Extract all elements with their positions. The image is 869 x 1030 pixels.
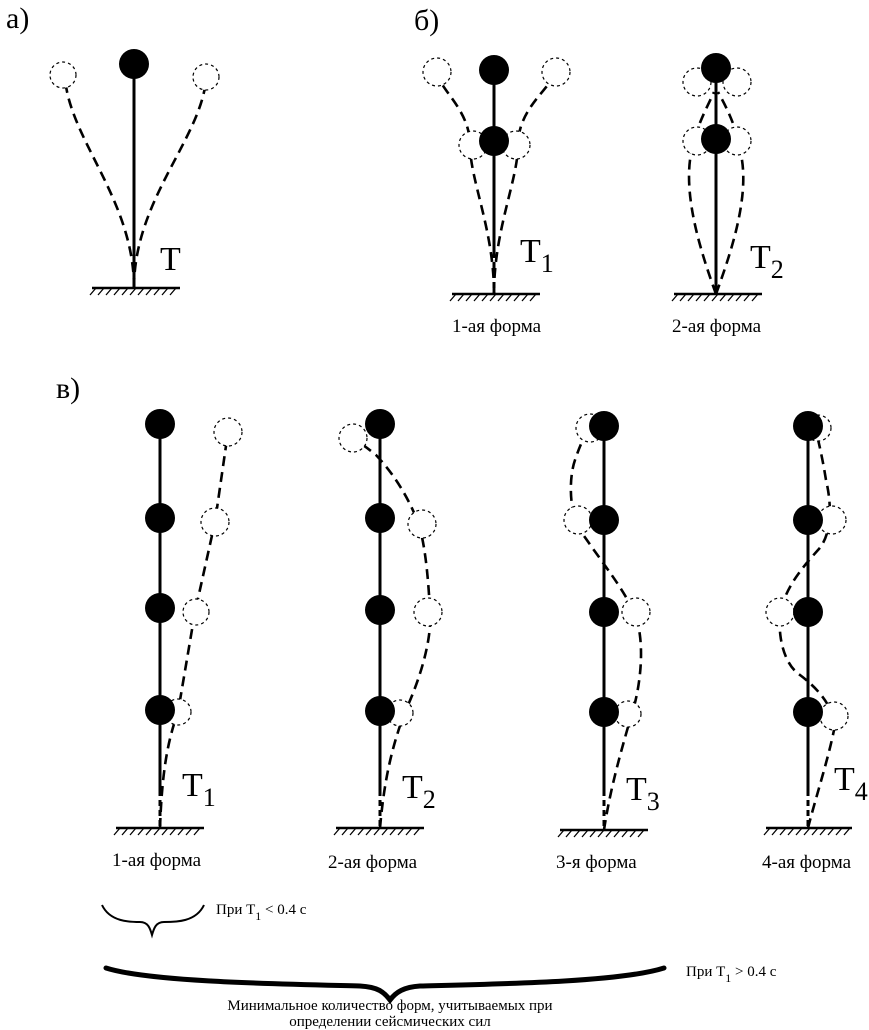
mode-curve	[351, 436, 432, 829]
mass-1	[145, 695, 175, 725]
displaced-mass-4	[213, 417, 243, 447]
displaced-mass-top-right	[541, 57, 571, 87]
period-label: T1	[182, 767, 216, 812]
displaced-mass-2	[413, 597, 443, 627]
period-label: T2	[750, 239, 784, 284]
mode-curve-left	[436, 73, 496, 295]
mass-middle	[701, 124, 731, 154]
displaced-mass-left	[49, 61, 77, 89]
mass-2	[145, 593, 175, 623]
displaced-mass-2	[182, 598, 210, 626]
small-note: При T1 < 0.4 с	[216, 902, 307, 923]
mode-caption: 1-ая форма	[112, 850, 202, 871]
mass-1	[793, 697, 823, 727]
mode-caption: 1-ая форма	[452, 316, 542, 337]
mode-curve-left	[63, 77, 136, 289]
caption-line-1: Минимальное количество форм, учитываемых…	[227, 998, 552, 1014]
mass-1	[589, 697, 619, 727]
displaced-mass-3	[563, 505, 593, 535]
mode-curve-left	[687, 91, 718, 295]
panel-a-figure: T	[49, 49, 220, 296]
period-label: T	[160, 241, 181, 278]
mass-4	[793, 411, 823, 441]
ground-hatch	[89, 287, 177, 296]
large-brace	[103, 965, 667, 1005]
displaced-mass-1	[819, 701, 849, 731]
displaced-mass-2	[621, 597, 651, 627]
ground-hatch	[763, 827, 851, 836]
mass-4	[365, 409, 395, 439]
caption-line-2: определении сейсмических сил	[289, 1014, 491, 1030]
mode-curve	[158, 431, 230, 829]
mass-top	[479, 55, 509, 85]
panel-c-mode-1: T1 1-ая форма	[112, 409, 243, 871]
mode-curve	[569, 427, 643, 831]
small-brace	[101, 904, 205, 939]
mode-curve-right	[132, 79, 208, 289]
displaced-mass-4	[338, 423, 368, 453]
mode-caption: 2-ая форма	[328, 852, 418, 873]
displaced-mass-2	[765, 597, 795, 627]
mass-2	[365, 595, 395, 625]
displaced-mass-right	[192, 63, 220, 91]
mass-middle	[479, 126, 509, 156]
mode-caption: 4-ая форма	[762, 852, 852, 873]
displaced-mass-top-left	[422, 57, 452, 87]
mass-4	[145, 409, 175, 439]
mass-3	[145, 503, 175, 533]
mass-2	[793, 597, 823, 627]
mode-curve-right	[714, 91, 745, 295]
mass-4	[589, 411, 619, 441]
displaced-mass-top-right	[722, 67, 752, 97]
panel-a-label: а)	[6, 2, 29, 35]
mode-caption: 3-я форма	[556, 852, 637, 873]
mass	[119, 49, 149, 79]
panel-b-mode-2: T2 2-ая форма	[671, 53, 784, 337]
ground-hatch	[113, 827, 201, 836]
period-label: T2	[402, 769, 436, 814]
ground-hatch	[449, 293, 537, 302]
ground-hatch	[557, 829, 645, 838]
mass-3	[589, 505, 619, 535]
displaced-mass-3	[200, 507, 230, 537]
mass-2	[589, 597, 619, 627]
ground-hatch	[333, 827, 421, 836]
mass-3	[793, 505, 823, 535]
panel-b-label: б)	[414, 4, 439, 37]
panel-b-mode-1: T1 1-ая форма	[422, 55, 571, 337]
period-label: T3	[626, 771, 660, 816]
period-label: T1	[520, 233, 554, 278]
mass-top	[701, 53, 731, 83]
ground-hatch	[671, 293, 759, 302]
panel-c-mode-3: T3 3-я форма	[556, 411, 660, 873]
period-label: T4	[834, 761, 868, 806]
displaced-mass-1	[614, 700, 642, 728]
mass-1	[365, 696, 395, 726]
panel-c-label: в)	[56, 372, 80, 405]
panel-c-mode-2: T2 2-ая форма	[328, 409, 443, 873]
displaced-mass-3	[407, 509, 437, 539]
mode-caption: 2-ая форма	[672, 316, 762, 337]
panel-c-mode-4: T4 4-ая форма	[762, 411, 868, 873]
large-note: При T1 > 0.4 с	[686, 964, 777, 985]
mass-3	[365, 503, 395, 533]
